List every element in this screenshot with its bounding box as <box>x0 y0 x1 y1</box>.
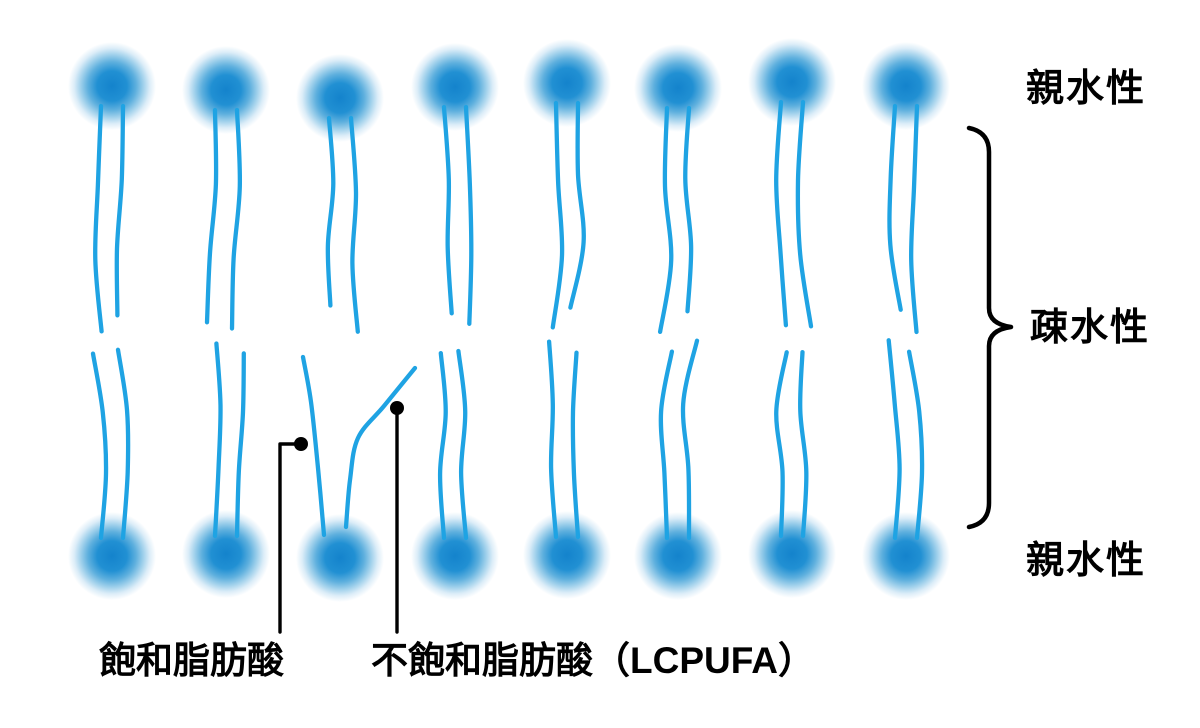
lipid-tail-top <box>657 105 674 335</box>
lipid-tail-top <box>568 100 586 310</box>
lipid-tail-top <box>229 107 243 331</box>
lipid-tail-top <box>348 115 360 334</box>
lipid-tail-top <box>114 103 126 318</box>
lipid-tail-bottom <box>90 351 109 541</box>
lipid-tail-top <box>441 104 454 316</box>
lipid-head-bottom <box>182 510 270 598</box>
lipid-tail-bottom <box>115 347 131 541</box>
lipid-head-bottom <box>862 512 950 600</box>
lipid-tail-bottom <box>546 339 559 540</box>
saturated-pointer-line <box>278 442 303 634</box>
lipid-tail-bottom <box>798 349 809 539</box>
lipid-head-top <box>634 44 722 132</box>
lipid-tail-top <box>550 100 565 330</box>
saturated-fatty-acid-tail <box>300 354 327 538</box>
lipid-tail-bottom <box>456 348 469 541</box>
lipid-head-top <box>411 43 499 131</box>
lipid-head-top <box>296 54 384 142</box>
unsaturated-pointer-dot <box>390 401 404 415</box>
hydrophobic-brace <box>966 125 1014 530</box>
saturated-pointer-dot <box>294 437 308 451</box>
lipid-tail-top <box>683 105 694 314</box>
lipid-head-bottom <box>68 512 156 600</box>
lipid-tail-bottom <box>212 341 223 539</box>
lipid-tail-top <box>204 107 219 325</box>
lipid-head-bottom <box>411 512 499 600</box>
label-hydrophilic-top: 親水性 <box>1026 68 1147 110</box>
lipid-head-bottom <box>296 514 384 602</box>
lipid-head-top <box>523 39 611 127</box>
lipid-tail-top <box>795 99 814 329</box>
lipid-tail-bottom <box>658 349 675 541</box>
lipid-tail-bottom <box>570 350 581 540</box>
lipid-head-bottom <box>748 510 836 598</box>
lipid-tail-bottom <box>680 338 700 541</box>
lipid-tail-bottom <box>437 350 448 541</box>
lipid-tail-bottom <box>906 349 925 541</box>
lipid-head-top <box>862 42 950 130</box>
lipid-tail-top <box>463 104 474 326</box>
lipid-head-bottom <box>634 512 722 600</box>
lipid-head-bottom <box>523 511 611 599</box>
lipid-tail-top <box>93 103 104 334</box>
lipid-tail-top <box>909 103 920 335</box>
lipid-head-top <box>68 42 156 130</box>
lipid-tail-bottom <box>886 338 902 541</box>
label-hydrophilic-bottom: 親水性 <box>1026 540 1147 582</box>
lipid-head-top <box>182 46 270 134</box>
lipid-tail-top <box>325 115 336 308</box>
label-hydrophobic: 疎水性 <box>1030 307 1151 349</box>
lipid-tail-top <box>774 99 789 328</box>
label-unsaturated-fatty-acid: 不飽和脂肪酸（LCPUFA） <box>371 640 815 681</box>
lipid-tail-top <box>887 103 903 312</box>
label-saturated-fatty-acid: 飽和脂肪酸 <box>99 640 284 681</box>
unsaturated-fatty-acid-tail <box>343 365 418 530</box>
lipid-head-top <box>748 38 836 126</box>
lipid-tail-bottom <box>234 351 246 539</box>
lipid-tail-bottom <box>774 350 789 539</box>
